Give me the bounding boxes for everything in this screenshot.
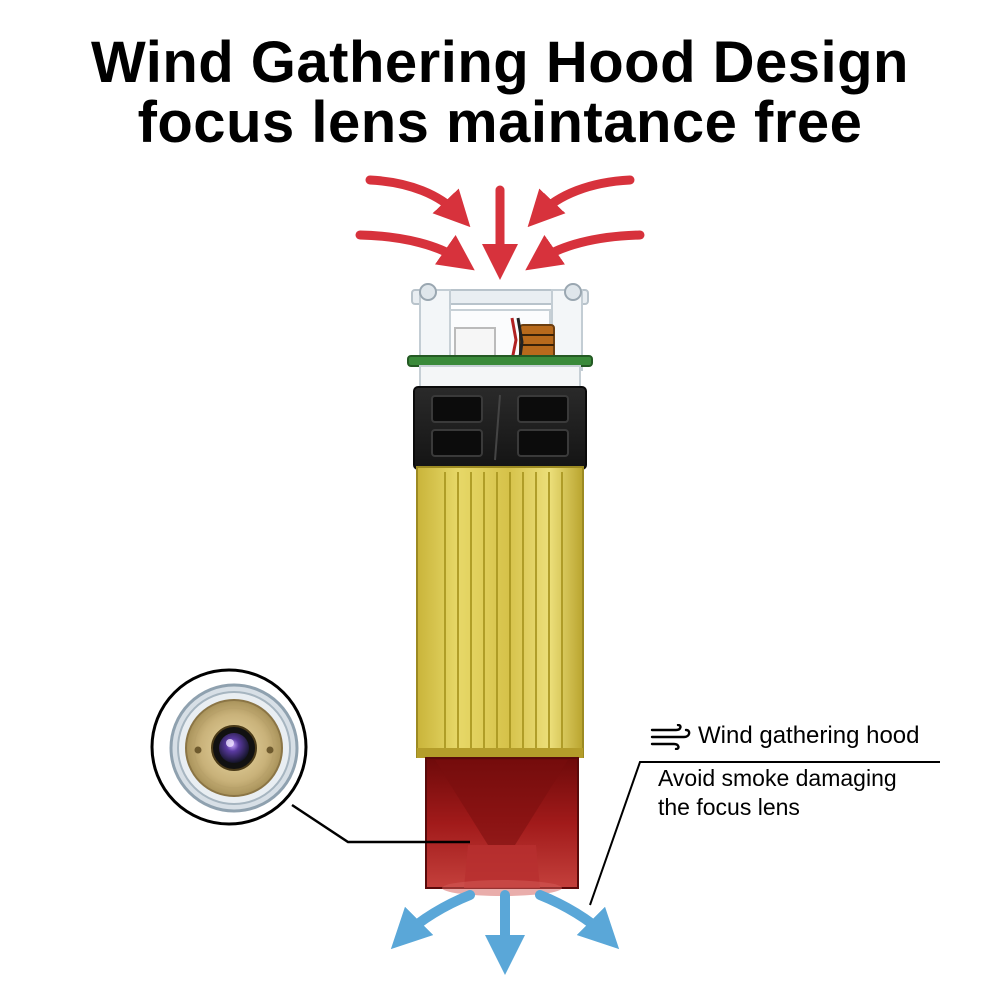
hood-description-line2: the focus lens	[658, 794, 800, 820]
arrow-down-icon	[365, 175, 471, 228]
wind-gathering-hood	[425, 757, 579, 896]
inflow-arrows	[355, 175, 645, 280]
hood-description-line1: Avoid smoke damaging	[658, 765, 897, 791]
cooling-fan	[413, 386, 587, 470]
arrow-down-icon	[355, 230, 475, 271]
page-title-line2: focus lens maintance free	[137, 90, 863, 155]
arrow-down-icon	[527, 175, 635, 228]
wind-icon	[650, 724, 691, 750]
arrow-down-icon	[525, 230, 645, 271]
hood-label: Wind gathering hood	[698, 722, 920, 749]
lens-closeup-callout	[150, 668, 470, 844]
page-title-line1: Wind Gathering Hood Design	[90, 30, 909, 95]
hood-description: Avoid smoke damaging the focus lens	[658, 764, 897, 822]
heatsink-housing	[416, 466, 584, 758]
outflow-arrows	[390, 890, 620, 975]
arrow-out-icon	[390, 890, 475, 950]
arrow-out-icon	[535, 890, 620, 950]
top-bracket	[407, 283, 593, 389]
hood-callout-line	[589, 761, 940, 906]
